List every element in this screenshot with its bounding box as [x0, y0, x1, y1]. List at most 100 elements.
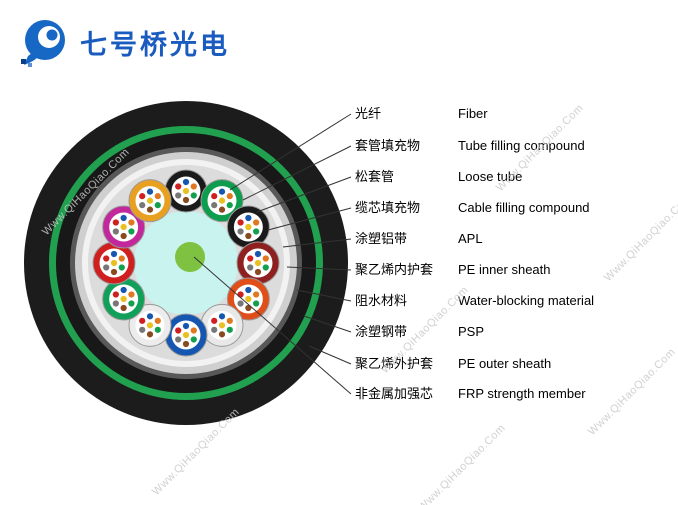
fiber-dot — [128, 300, 135, 307]
label-en: Loose tube — [458, 169, 523, 184]
leader-line — [267, 207, 352, 231]
fiber-dot — [211, 202, 218, 209]
fiber-dot — [139, 326, 146, 333]
label-en: PSP — [458, 324, 485, 339]
fiber-dot — [154, 317, 161, 324]
fiber-dot — [110, 268, 118, 276]
label-row: 聚乙烯内护套 PE inner sheath — [355, 262, 551, 278]
fiber-dot — [182, 322, 190, 330]
fiber-dot — [128, 291, 135, 298]
leader-line — [242, 145, 352, 201]
fiber-dot — [226, 317, 233, 324]
fiber-dot — [190, 183, 197, 190]
fiber-dot — [253, 228, 260, 235]
fiber-dot — [218, 206, 226, 213]
logo-text: 七号桥光电 — [80, 29, 230, 60]
fiber-dot — [154, 326, 161, 333]
fiber-dot — [110, 250, 118, 258]
fiber-dot — [139, 202, 146, 209]
fiber-dot — [245, 214, 252, 222]
fiber-dot — [120, 295, 127, 303]
fiber-dot — [226, 202, 233, 209]
fiber-dot — [182, 187, 190, 195]
loose-tubes — [92, 169, 280, 357]
fiber-dot — [175, 336, 182, 343]
fiber-dot — [226, 326, 233, 333]
label-cn: 套管填充物 — [355, 138, 421, 153]
fiber-dot — [112, 300, 119, 307]
label-cn: 涂塑铝带 — [355, 231, 408, 246]
fiber-dot — [182, 178, 190, 186]
fiber-dot — [254, 250, 262, 258]
fiber-dot — [139, 193, 146, 200]
fiber-dot — [254, 268, 262, 276]
leader-line — [303, 315, 352, 333]
cable-layers — [24, 101, 348, 425]
fiber-dot — [182, 340, 190, 348]
label-cn: 聚乙烯内护套 — [355, 262, 434, 277]
label-cn: 阻水材料 — [355, 293, 408, 308]
fiber-dot — [262, 264, 269, 271]
fiber-dot — [218, 331, 226, 338]
fiber-dot — [182, 196, 190, 204]
fiber-dot — [190, 192, 197, 199]
fiber-dot — [154, 193, 161, 200]
fiber-dot — [120, 232, 127, 240]
label-en: Tube filling compound — [458, 138, 585, 153]
fiber-dot — [146, 331, 154, 338]
leader-line — [193, 256, 352, 395]
fiber-dot — [182, 331, 190, 339]
label-cn: 非金属加强芯 — [355, 386, 434, 401]
fiber-dot — [118, 255, 125, 262]
logo: 七号桥光电 — [14, 14, 230, 70]
fiber-dot — [139, 317, 146, 324]
fiber-dot — [154, 202, 161, 209]
fiber-dot — [120, 223, 127, 231]
fiber-dot — [128, 219, 135, 226]
fiber-dot — [245, 223, 252, 231]
label-cn: 涂塑钢带 — [355, 324, 408, 339]
fiber-dot — [190, 336, 197, 343]
label-en: PE outer sheath — [458, 356, 552, 371]
fiber-dot — [112, 228, 119, 235]
fiber-dot — [237, 228, 244, 235]
label-en: Cable filling compound — [458, 200, 590, 215]
fiber-dot — [128, 228, 135, 235]
leader-line — [286, 266, 352, 271]
fiber-dot — [112, 291, 119, 298]
fiber-dot — [211, 193, 218, 200]
fiber-dot — [237, 219, 244, 226]
fiber-dot — [146, 322, 154, 329]
label-cn: 聚乙烯外护套 — [355, 356, 434, 371]
fiber-dot — [146, 197, 154, 204]
label-en: FRP strength member — [458, 386, 586, 401]
label-cn: 松套管 — [355, 169, 395, 184]
fiber-dot — [112, 219, 119, 226]
fiber-dot — [254, 259, 262, 267]
fiber-dot — [262, 255, 269, 262]
leader-line — [282, 238, 352, 248]
fiber-dot — [120, 214, 127, 222]
label-en: Fiber — [458, 106, 488, 121]
label-row: 涂塑钢带 PSP — [355, 324, 484, 340]
fiber-dot — [146, 206, 154, 213]
fiber-dot — [247, 255, 254, 262]
label-en: Water-blocking material — [458, 293, 595, 308]
fiber-dot — [218, 197, 226, 204]
fiber-dot — [103, 255, 110, 262]
fiber-dot — [211, 317, 218, 324]
fiber-dot — [247, 264, 254, 271]
fiber-dot — [245, 232, 252, 240]
fiber-dot — [120, 304, 127, 312]
fiber-dot — [218, 313, 226, 320]
fiber-dot — [226, 193, 233, 200]
fiber-dot — [146, 188, 154, 195]
frp-strength-member — [175, 242, 205, 272]
label-row: 阻水材料 Water-blocking material — [355, 293, 594, 309]
label-en: PE inner sheath — [458, 262, 551, 277]
fiber-dot — [237, 300, 244, 307]
fiber-dot — [190, 327, 197, 334]
logo-icon — [21, 20, 65, 67]
fiber-dot — [253, 219, 260, 226]
